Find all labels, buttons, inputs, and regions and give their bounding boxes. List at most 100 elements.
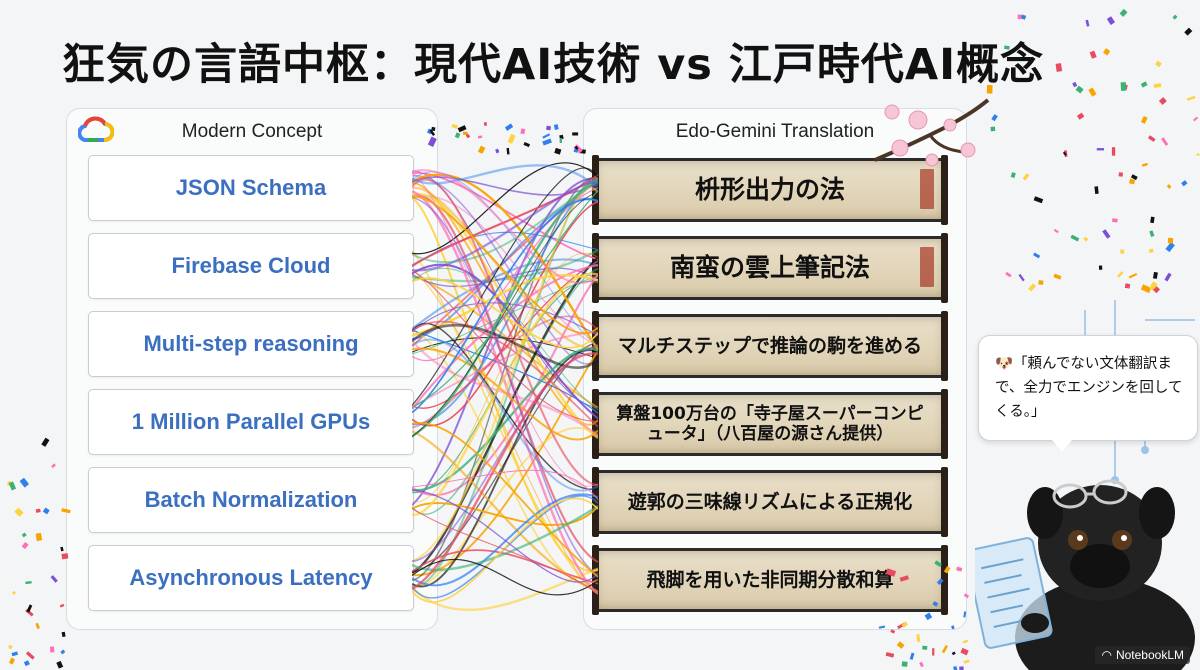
wire-strand (412, 338, 598, 492)
cherry-blossom-branch (874, 98, 990, 167)
confetti-piece (901, 661, 908, 667)
speech-bubble-text: 「頼んでない文体翻訳まで、全力でエンジンを回してくる。」 (995, 356, 1183, 420)
confetti-piece (559, 137, 562, 143)
confetti-piece (1141, 162, 1148, 167)
confetti-piece (1148, 248, 1154, 254)
wire-strand (412, 274, 598, 497)
concept-multi-step-reasoning: Multi-step reasoning (88, 311, 414, 377)
confetti-piece (909, 652, 915, 660)
translation-text-6: 飛脚を用いた非同期分散和算 (646, 568, 894, 591)
wire-strand (412, 169, 598, 285)
confetti-piece (559, 134, 564, 140)
confetti-piece (542, 138, 552, 146)
confetti-piece (11, 590, 17, 595)
page-title: 狂気の言語中枢：現代AI技術 vs 江戸時代AI概念 (62, 40, 1045, 90)
confetti-piece (1033, 196, 1044, 204)
confetti-piece (504, 123, 514, 131)
brand-label: NotebookLM (1115, 648, 1184, 662)
confetti-piece (35, 508, 41, 513)
confetti-piece (1148, 281, 1158, 291)
confetti-piece (1119, 8, 1128, 17)
confetti-piece (1158, 97, 1167, 105)
confetti-piece (1020, 14, 1027, 20)
wire-strand (412, 549, 598, 585)
translation-scroll-2: 南蛮の雲上筆記法 (592, 233, 948, 303)
wire-strand (412, 186, 598, 349)
confetti-piece (963, 659, 970, 664)
confetti-piece (916, 634, 921, 643)
wire-strand (412, 180, 598, 272)
confetti-piece (1028, 283, 1037, 292)
confetti-piece (21, 532, 27, 538)
confetti-piece (1072, 81, 1078, 88)
confetti-piece (1070, 234, 1080, 242)
confetti-piece (1005, 271, 1012, 278)
wire-strand (412, 180, 598, 264)
confetti-piece (465, 133, 471, 139)
wire-strand (412, 198, 598, 414)
confetti-piece (1112, 218, 1118, 223)
confetti-piece (50, 575, 58, 583)
confetti-piece (60, 649, 66, 655)
confetti-piece (991, 114, 998, 122)
confetti-piece (546, 125, 552, 131)
confetti-piece (932, 648, 935, 656)
confetti-piece (1153, 83, 1162, 88)
confetti-piece (1102, 229, 1111, 239)
wire-strand (412, 190, 598, 409)
confetti-piece (35, 532, 43, 542)
concept-asynchronous-latency: Asynchronous Latency (88, 545, 414, 611)
confetti-piece (1062, 151, 1067, 156)
confetti-piece (572, 132, 579, 136)
confetti-piece (1010, 172, 1016, 178)
wire-strand (412, 347, 598, 441)
confetti-piece (1186, 95, 1196, 101)
confetti-piece (1103, 48, 1111, 56)
translation-scroll-6: 飛脚を用いた非同期分散和算 (592, 545, 948, 615)
confetti-piece (1083, 236, 1089, 242)
speech-bubble-tail (1052, 440, 1072, 452)
confetti-piece (1140, 284, 1152, 294)
google-cloud-icon (78, 116, 114, 142)
confetti-piece (1096, 148, 1104, 151)
confetti-piece (61, 631, 66, 638)
confetti-piece (523, 142, 530, 148)
confetti-piece (26, 604, 33, 613)
wire-strand (412, 177, 598, 438)
wire-strand (412, 507, 598, 595)
confetti-piece (953, 666, 958, 670)
wire-strand (412, 350, 598, 577)
confetti-piece (919, 661, 924, 668)
confetti-piece (1118, 172, 1124, 177)
wire-strand (412, 164, 598, 190)
confetti-piece (990, 126, 996, 132)
speech-bubble: 🐶「頼んでない文体翻訳まで、全力でエンジンを回してくる。」 (978, 335, 1198, 441)
confetti-piece (23, 660, 30, 667)
confetti-piece (1117, 271, 1124, 278)
confetti-piece (11, 651, 19, 657)
wire-strand (412, 176, 598, 196)
translation-scroll-5: 遊郭の三味線リズムによる正規化 (592, 467, 948, 537)
confetti-piece (1098, 265, 1103, 270)
confetti-piece (21, 542, 29, 550)
confetti-piece (896, 641, 905, 649)
confetti-piece (1120, 82, 1127, 91)
wire-strand (412, 430, 598, 593)
concept-parallel-gpus: 1 Million Parallel GPUs (88, 389, 414, 455)
confetti-piece (35, 622, 40, 630)
confetti-piece (1124, 84, 1128, 90)
red-seal-stamp (920, 247, 934, 287)
wire-strand (412, 426, 598, 588)
confetti-piece (42, 507, 50, 515)
confetti-piece (25, 608, 34, 617)
confetti-piece (14, 507, 24, 517)
tangled-wires-illustration (412, 162, 598, 612)
concept-batch-normalization: Batch Normalization (88, 467, 414, 533)
wire-strand (412, 352, 598, 591)
confetti-piece (59, 603, 65, 608)
confetti-piece (1085, 19, 1090, 27)
confetti-piece (41, 437, 50, 447)
confetti-piece (959, 666, 964, 670)
confetti-piece (1053, 273, 1062, 280)
wire-strand (412, 315, 598, 429)
